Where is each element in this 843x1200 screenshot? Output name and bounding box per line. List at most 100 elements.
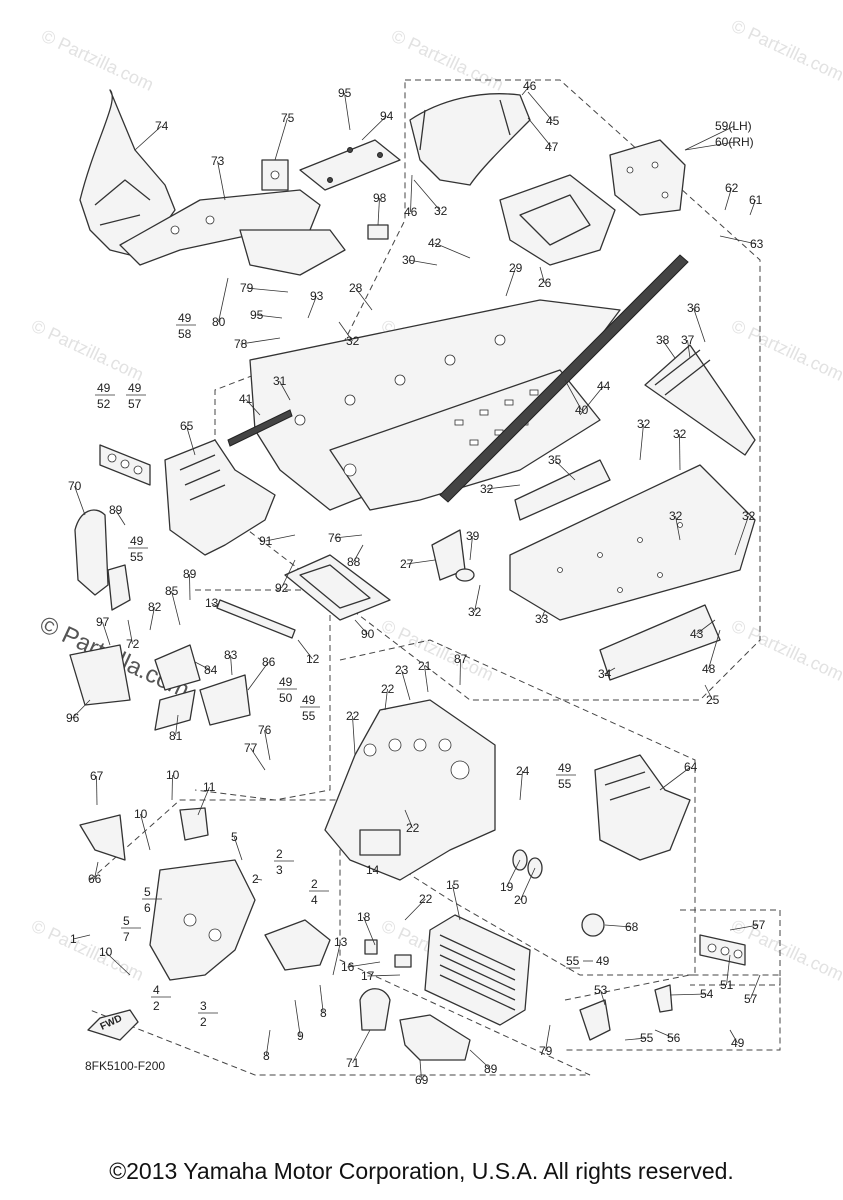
callout-leader [659, 766, 691, 791]
callout-label: 77 [244, 741, 258, 755]
callout-label: 15 [446, 878, 460, 892]
callout-label: 72 [126, 637, 140, 651]
part-rear-bumper-36 [644, 344, 756, 456]
callout-leader [72, 699, 91, 719]
callout-label: 13 [334, 935, 348, 949]
callout-label: 37 [681, 333, 695, 347]
callout-leader [704, 684, 713, 701]
callout-leader [264, 729, 271, 761]
fraction-callout: 57 [121, 914, 141, 944]
fraction-denominator: 55 [558, 777, 572, 791]
callout-label: 91 [259, 534, 273, 548]
callout-label: 33 [535, 612, 549, 626]
fraction-numerator: 49 [302, 693, 316, 707]
part-bracket-84 [154, 644, 201, 691]
callout-label: 32 [673, 427, 687, 441]
callout-leader [554, 459, 576, 481]
fraction-numerator: 5 [144, 885, 151, 899]
callout-leader [459, 658, 461, 686]
callout-label: 83 [224, 648, 238, 662]
callout-label: 56 [667, 1031, 681, 1045]
part-plate-94 [299, 139, 401, 191]
part-bracket-59-60 [609, 139, 686, 216]
callout-leader [355, 287, 373, 311]
callout-label: 36 [687, 301, 701, 315]
part-cover-96 [69, 644, 131, 706]
callout-label: 49 [731, 1036, 745, 1050]
fraction-denominator: 52 [97, 397, 111, 411]
callout-leader [218, 277, 229, 323]
callout-label: 80 [212, 315, 226, 329]
callout-leader [367, 974, 401, 977]
callout-label: 25 [706, 693, 720, 707]
callout-leader [419, 1059, 422, 1081]
callout-label: 19 [500, 880, 514, 894]
fraction-numerator: 2 [276, 847, 283, 861]
callout-leader [545, 1024, 551, 1052]
callout-label: 11 [203, 780, 216, 794]
callout-label: 53 [594, 983, 608, 997]
fraction-numerator: 5 [123, 914, 130, 928]
callout-label: 32 [742, 509, 756, 523]
callout-leader [452, 884, 461, 921]
fraction-denominator: 58 [178, 327, 192, 341]
callout-label: 66 [88, 872, 102, 886]
part-front-frame-member [119, 189, 346, 276]
callout-label: 39 [466, 529, 480, 543]
forward-arrow-icon: FWD [87, 1009, 139, 1041]
callout-leader [105, 951, 131, 976]
callout-leader [171, 774, 173, 801]
callout-label: 89 [183, 567, 197, 581]
callout-leader [404, 898, 426, 921]
fraction-numerator: 49 [178, 311, 192, 325]
callout-leader [74, 485, 86, 516]
fraction-denominator: 55 [130, 550, 144, 564]
callout-label: 32 [669, 509, 683, 523]
callout-leader [505, 267, 516, 297]
callout-label: 94 [380, 109, 394, 123]
watermark: © Partzilla.com [728, 615, 843, 684]
part-front-frame-center [324, 699, 496, 881]
callout-leader [424, 665, 429, 693]
part-bracket-54 [654, 984, 673, 1013]
callout-leader [604, 924, 632, 928]
callout-leader [408, 259, 438, 266]
callout-leader [506, 859, 521, 888]
part-strip-41 [227, 409, 293, 447]
part-bracket-64 [594, 754, 691, 861]
callout-leader [377, 197, 380, 226]
part-bracket-72 [107, 564, 131, 611]
callout-label: 22 [406, 821, 420, 835]
callout-leader [729, 1029, 738, 1044]
callout-leader [102, 621, 111, 646]
callout-label: 46 [523, 79, 537, 93]
callout-leader [734, 515, 749, 556]
callout-label: 32 [434, 204, 448, 218]
watermark: © Partzilla.com [388, 25, 506, 94]
callout-label: 65 [180, 419, 194, 433]
callout-label: 54 [700, 987, 714, 1001]
fraction-numerator: 49 [128, 381, 142, 395]
callout-leader [384, 688, 388, 711]
callout-label: 96 [66, 711, 80, 725]
part-plate-52 [99, 444, 151, 486]
parts-diagram: © Partzilla.com © Partzilla.com © Partzi… [28, 15, 843, 1087]
callout-label: 22 [381, 682, 395, 696]
part-spacer-16 [364, 939, 378, 955]
callout-label: 20 [514, 893, 528, 907]
callout-label: 71 [346, 1056, 360, 1070]
callout-leader [527, 117, 552, 148]
callout-label: 89 [484, 1062, 498, 1076]
fraction-numerator: 49 [130, 534, 144, 548]
fraction-denominator: 2 [200, 1015, 207, 1029]
callout-leader [115, 509, 126, 526]
callout-label: 51 [720, 978, 734, 992]
callout-leader [669, 993, 707, 996]
callout-leader [294, 999, 301, 1037]
fraction-numerator: 49 [279, 675, 293, 689]
callout-label: 60(RH) [715, 135, 754, 149]
